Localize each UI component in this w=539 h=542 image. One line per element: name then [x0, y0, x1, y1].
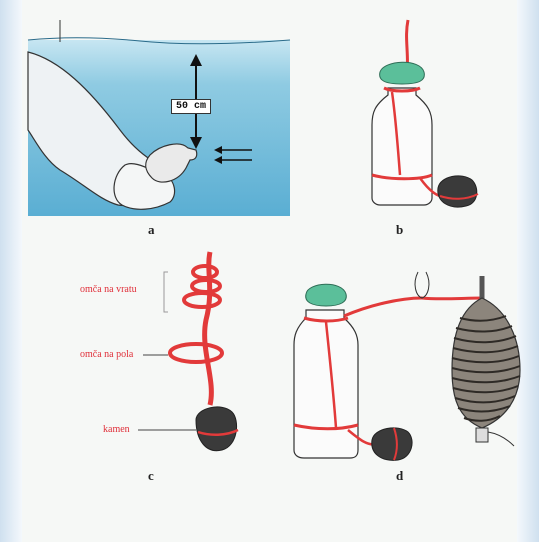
bottle-cap-cloth [380, 62, 425, 84]
panel-label-c: c [148, 468, 154, 484]
stone-d [372, 428, 412, 460]
bottle-cap-cloth-d [306, 284, 347, 306]
panel-label-d: d [396, 468, 403, 484]
bottle-body [372, 88, 432, 205]
panel-d-illustration [294, 272, 520, 460]
panel-c-illustration [138, 252, 238, 451]
panel-b-illustration [372, 20, 478, 207]
measurement-label: 50 cm [171, 99, 211, 114]
stone-b [438, 176, 477, 207]
annotation-stone: kamen [103, 424, 130, 435]
panel-label-b: b [396, 222, 403, 238]
stone-c [196, 407, 237, 451]
panel-a-illustration [28, 20, 290, 216]
panel-label-a: a [148, 222, 155, 238]
annotation-half-loop: omča na pola [80, 349, 133, 360]
annotation-neck-loop: omča na vratu [80, 284, 137, 295]
